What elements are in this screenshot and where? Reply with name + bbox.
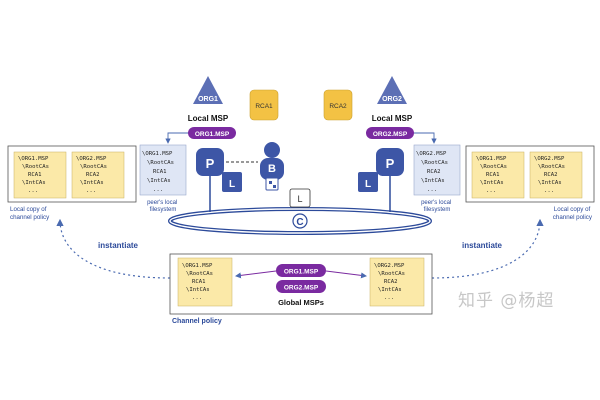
instantiate-arc-left [56, 218, 171, 279]
instantiate-label-left: instantiate [98, 241, 139, 250]
channel-c-badge: C [292, 213, 308, 229]
org1-msp-pill: ORG1.MSP [188, 127, 236, 139]
svg-text:L: L [365, 179, 371, 190]
svg-text:B: B [268, 163, 276, 175]
peer-fs-note-right: \ORG2.MSP \RootCAs RCA2 \IntCAs ... [413, 144, 461, 196]
svg-text:\ORG2.MSP \RootCAs: \ORG2.MSP \RootCAs RCA2 \IntCAs ... [534, 156, 568, 194]
org2-ca-box: RCA2 [323, 89, 353, 121]
org2-peer: P [376, 148, 404, 176]
svg-text:RCA2: RCA2 [329, 103, 347, 110]
svg-text:ORG1.MSP: ORG1.MSP [195, 131, 230, 138]
org1-local-msp-label: Local MSP [188, 114, 229, 123]
svg-text:\ORG1.MSP \RootCAs: \ORG1.MSP \RootCAs RCA1 \IntCAs ... [18, 156, 52, 194]
svg-text:\ORG2.MSP \RootCAs: \ORG2.MSP \RootCAs RCA2 \IntCAs ... [416, 151, 451, 193]
local-copy-right-note-1: \ORG1.MSP \RootCAs RCA1 \IntCAs ... [471, 151, 525, 199]
org2-fs-connector [414, 132, 437, 144]
instantiate-arc-right [431, 218, 544, 279]
client-b: B [260, 142, 284, 180]
svg-text:C: C [296, 217, 303, 228]
svg-text:P: P [386, 156, 395, 171]
org1-triangle: ORG1 [193, 76, 223, 104]
local-copy-right-note-2: \ORG2.MSP \RootCAs RCA2 \IntCAs ... [529, 151, 583, 199]
watermark: 知乎 @杨超 [458, 291, 555, 311]
global-arrow-left [235, 270, 277, 279]
global-arrow-right [325, 270, 367, 279]
local-copy-caption-right: Local copy of channel policy [553, 206, 593, 221]
global-msp-pill-org2: ORG2.MSP [276, 280, 326, 293]
local-copy-left-note-2: \ORG2.MSP \RootCAs RCA2 \IntCAs ... [71, 151, 125, 199]
org1-fs-connector [165, 132, 188, 144]
org2-triangle: ORG2 [377, 76, 407, 104]
org1-ledger: L [222, 172, 242, 192]
global-msps-label: Global MSPs [278, 298, 324, 307]
svg-text:\ORG1.MSP \RootCAs: \ORG1.MSP \RootCAs RCA1 \IntCAs ... [142, 151, 177, 193]
client-app-icon [265, 177, 279, 191]
channel-policy-note-1: \ORG1.MSP \RootCAs RCA1 \IntCAs ... [177, 257, 233, 307]
org2-local-msp-label: Local MSP [372, 114, 413, 123]
org2-msp-pill: ORG2.MSP [366, 127, 414, 139]
local-copy-left-note-1: \ORG1.MSP \RootCAs RCA1 \IntCAs ... [13, 151, 67, 199]
local-copy-caption-left: Local copy of channel policy [10, 206, 50, 221]
svg-text:L: L [297, 194, 302, 204]
svg-text:ORG2.MSP: ORG2.MSP [373, 131, 408, 138]
org1-peer: P [196, 148, 224, 176]
svg-text:\ORG2.MSP \RootCAs: \ORG2.MSP \RootCAs RCA2 \IntCAs ... [76, 156, 110, 194]
channel-ledger-icon: L [289, 188, 311, 208]
svg-text:L: L [229, 179, 235, 190]
channel-policy-note-2: \ORG2.MSP \RootCAs RCA2 \IntCAs ... [369, 257, 425, 307]
svg-text:ORG2: ORG2 [382, 96, 402, 103]
svg-text:\ORG1.MSP \RootCAs: \ORG1.MSP \RootCAs RCA1 \IntCAs ... [476, 156, 510, 194]
svg-text:ORG1.MSP: ORG1.MSP [284, 269, 319, 276]
svg-text:ORG2.MSP: ORG2.MSP [284, 285, 319, 292]
instantiate-label-right: instantiate [462, 241, 503, 250]
channel-policy-caption: Channel policy [172, 318, 222, 325]
svg-text:\ORG1.MSP \RootCAs: \ORG1.MSP \RootCAs RCA1 \IntCAs ... [182, 263, 216, 301]
peer-fs-note-left: \ORG1.MSP \RootCAs RCA1 \IntCAs ... [139, 144, 187, 196]
peer-fs-caption-left: peer's local filesystem [147, 200, 179, 213]
peer-fs-caption-right: peer's local filesystem [421, 200, 453, 213]
global-msp-pill-org1: ORG1.MSP [276, 264, 326, 277]
svg-text:RCA1: RCA1 [255, 103, 273, 110]
svg-text:ORG1: ORG1 [198, 96, 218, 103]
org2-ledger: L [358, 172, 378, 192]
org1-ca-box: RCA1 [249, 89, 279, 121]
svg-text:P: P [206, 156, 215, 171]
svg-text:\ORG2.MSP \RootCAs: \ORG2.MSP \RootCAs RCA2 \IntCAs ... [374, 263, 408, 301]
